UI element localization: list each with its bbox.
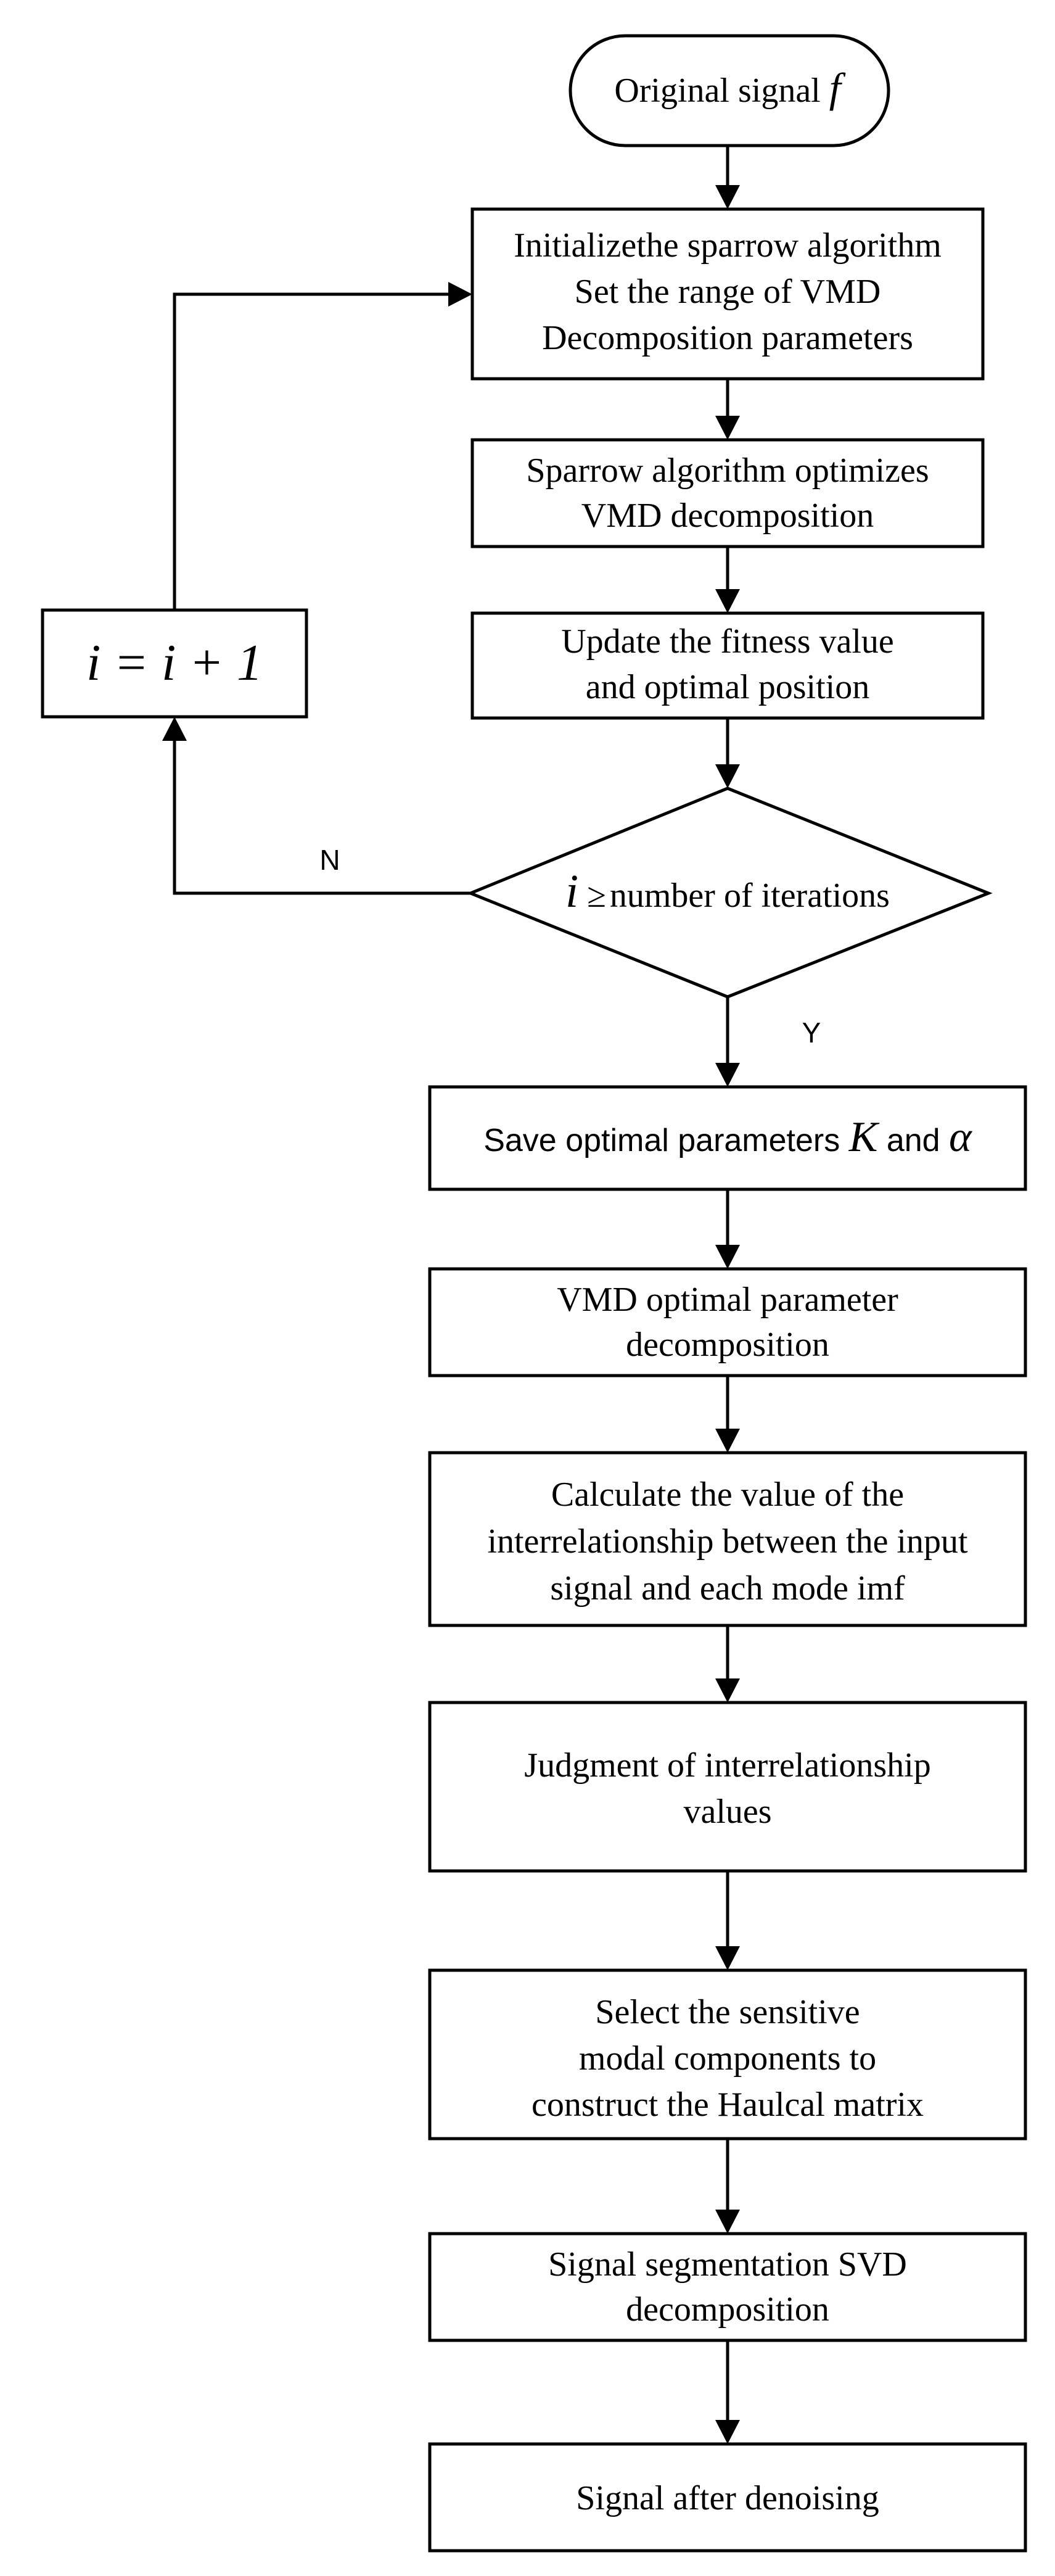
connector-save-vmd [715, 1189, 740, 1269]
svd-line-1: Signal segmentation SVD [548, 2245, 907, 2284]
init-line-3: Decomposition parameters [542, 319, 913, 357]
connector-decision-increment [162, 717, 470, 895]
connector-vmd-calc [715, 1376, 740, 1453]
comparison-operator: ≥ [587, 877, 606, 915]
select-line-3: construct the Haulcal matrix [532, 2086, 924, 2124]
iteration-symbol: i [565, 865, 578, 917]
judge-line-2: values [683, 1793, 771, 1831]
calc-line-3: signal and each mode imf [550, 1569, 905, 1608]
connector-decision-save [715, 997, 740, 1087]
update-line-1: Update the fitness value [561, 622, 894, 661]
connector-select-svd [715, 2139, 740, 2234]
end-label: Signal after denoising [576, 2479, 879, 2517]
connector-calc-judge [715, 1625, 740, 1703]
svg-text:Original signal f: Original signal f [614, 64, 845, 111]
connector-svd-end [715, 2340, 740, 2444]
save-label: Save optimal parameters [483, 1123, 849, 1158]
param-k: K [848, 1113, 880, 1161]
calc-line-1: Calculate the value of the [551, 1476, 904, 1514]
init-line-1: Initializethe sparrow algorithm [514, 226, 942, 265]
connector-start-init [715, 146, 740, 209]
iteration-decision: i≥number of iterations [466, 786, 993, 999]
connector-judge-select [715, 1871, 740, 1970]
optimize-step: Sparrow algorithm optimizes VMD decompos… [470, 438, 985, 548]
increment-formula: i = i + 1 [86, 634, 263, 691]
vmd-line-1: VMD optimal parameter [557, 1281, 898, 1319]
connector-increment-init [173, 282, 472, 610]
svg-text:Save optimal parameters K and: Save optimal parameters K and α [483, 1113, 972, 1161]
no-branch-label: N [319, 844, 340, 876]
judge-line-1: Judgment of interrelationship [524, 1746, 930, 1785]
select-step: Select the sensitive modal components to… [428, 1968, 1027, 2140]
connector-optimize-update [715, 547, 740, 613]
save-and: and [877, 1123, 949, 1158]
select-line-1: Select the sensitive [595, 1993, 860, 2031]
optimize-line-2: VMD decomposition [581, 497, 874, 535]
calc-step: Calculate the value of the interrelation… [428, 1451, 1027, 1627]
optimize-line-1: Sparrow algorithm optimizes [526, 452, 929, 490]
start-node: Original signal f [569, 34, 890, 147]
connector-init-optimize [715, 379, 740, 440]
svd-step: Signal segmentation SVD decomposition [428, 2232, 1027, 2342]
end-step: Signal after denoising [428, 2442, 1027, 2553]
save-step: Save optimal parameters K and α [428, 1085, 1027, 1191]
connector-update-decision [715, 718, 740, 788]
init-step: Initializethe sparrow algorithm Set the … [470, 207, 985, 381]
calc-line-2: interrelationship between the input [487, 1522, 968, 1561]
yes-branch-label: Y [802, 1017, 821, 1049]
param-alpha: α [949, 1113, 972, 1161]
init-line-2: Set the range of VMD [575, 273, 881, 311]
vmd-step: VMD optimal parameter decomposition [428, 1267, 1027, 1377]
judge-step: Judgment of interrelationship values [428, 1701, 1027, 1873]
increment-step: i = i + 1 [41, 608, 308, 719]
update-line-2: and optimal position [586, 668, 869, 706]
decision-label: number of iterations [610, 877, 890, 915]
update-step: Update the fitness value and optimal pos… [470, 611, 985, 720]
svg-text:i≥number of iterations: i≥number of iterations [565, 865, 890, 917]
select-line-2: modal components to [579, 2039, 876, 2078]
vmd-line-2: decomposition [626, 1326, 829, 1364]
start-label: Original signal [614, 72, 829, 110]
svd-line-2: decomposition [626, 2290, 829, 2329]
